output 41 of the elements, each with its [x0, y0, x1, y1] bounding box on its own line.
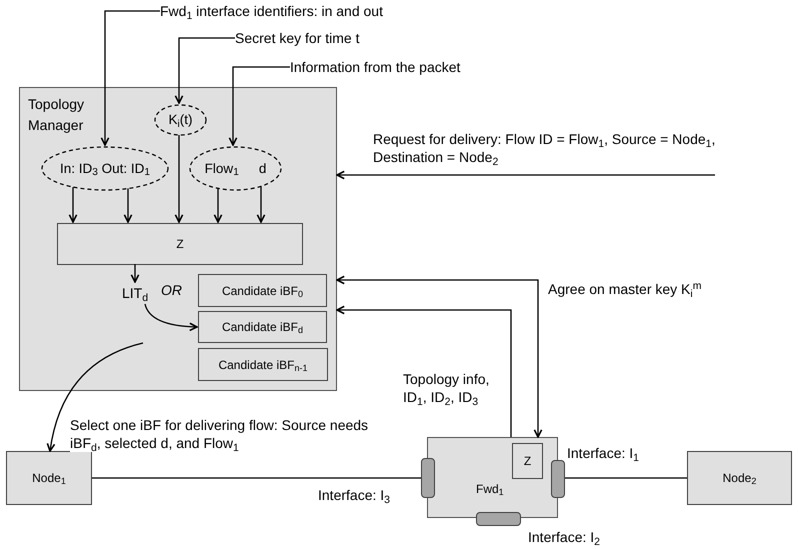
annotation-text: Information from the packet [290, 57, 475, 77]
panel-title: Topology Manager [28, 95, 86, 135]
process-box: Z [512, 443, 543, 479]
arrow [68, 187, 78, 223]
interface-port [551, 460, 565, 498]
annotation-text: Fwd$_{1}$ interface identifiers: in and out [160, 1, 435, 21]
process-box: Candidate iBF$_{n-1}$ [198, 348, 328, 381]
connector-line [92, 477, 421, 479]
annotation-text: Secret key for time t [235, 28, 385, 48]
process-box: Candidate iBF$_{d}$ [198, 311, 327, 343]
arrow [174, 37, 235, 104]
arrow [100, 10, 160, 146]
process-box: Node$_{1}$ [6, 451, 92, 505]
dashed-ellipse [154, 104, 207, 136]
forwarder-box [427, 437, 558, 518]
ellipse-text: d [258, 162, 266, 176]
dashed-ellipse [189, 146, 282, 191]
arrow [46, 342, 144, 452]
interface-port [421, 458, 435, 498]
connector-line [565, 477, 687, 479]
arrow [336, 306, 512, 437]
arrow [228, 66, 290, 146]
arrow [336, 276, 542, 438]
arrow [214, 188, 222, 223]
ellipse-text: K$_{i}$(t) [168, 113, 192, 127]
ellipse-text: Flow$_{1}$ [204, 162, 239, 176]
annotation-text: LIT$_{d}$ [122, 283, 156, 305]
arrow [124, 188, 132, 223]
box-text: Fwd$_{1}$ [476, 481, 504, 498]
interface-port [476, 512, 521, 526]
dashed-ellipse [41, 146, 169, 191]
arrow [144, 304, 198, 332]
arrow [256, 186, 266, 223]
topology-manager-panel [19, 87, 337, 391]
process-box: Node$_{2}$ [687, 451, 792, 505]
process-box: Z [57, 223, 303, 265]
process-box: Candidate iBF$_{0}$ [198, 274, 327, 307]
arrow [174, 135, 184, 223]
arrow [130, 264, 140, 283]
ellipse-text: In: ID$_{3}$ Out: ID$_{1}$ [60, 162, 150, 176]
arrow [336, 170, 715, 180]
